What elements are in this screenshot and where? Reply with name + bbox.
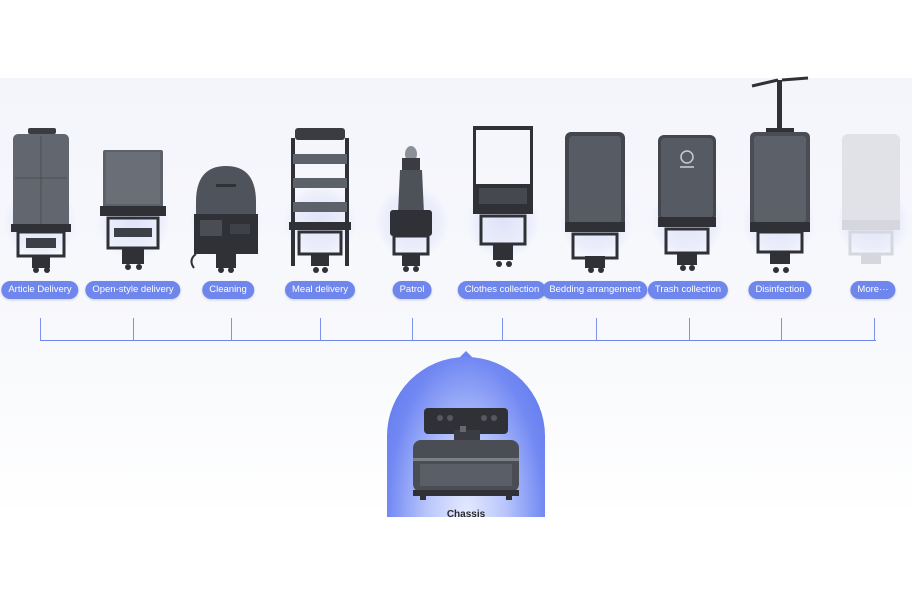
- module-label-patrol[interactable]: Patrol: [392, 281, 432, 299]
- clothes-collection-module-icon: [471, 124, 535, 276]
- module-label-disinfection[interactable]: Disinfection: [748, 281, 812, 299]
- module-label-open-style-delivery[interactable]: Open-style delivery: [85, 281, 181, 299]
- module-label-article-delivery[interactable]: Article Delivery: [1, 281, 79, 299]
- module-label-meal-delivery[interactable]: Meal delivery: [285, 281, 355, 299]
- meal-delivery-module-icon: [287, 126, 353, 276]
- connector-tick: [874, 318, 876, 341]
- connector-line: [40, 340, 876, 342]
- more-module-icon: [840, 132, 902, 272]
- module-label-more[interactable]: More···: [850, 281, 896, 299]
- chassis-label: Chassis: [446, 509, 486, 520]
- open-style-delivery-module-icon: [98, 146, 168, 276]
- module-label-trash-collection[interactable]: Trash collection: [647, 281, 729, 299]
- connector-tick: [40, 318, 42, 341]
- connector-tick: [412, 318, 414, 341]
- bedding-arrangement-module-icon: [563, 130, 627, 276]
- connector-tick: [596, 318, 598, 341]
- article-delivery-module-icon: [10, 126, 72, 276]
- module-label-clothes-collection[interactable]: Clothes collection: [457, 281, 547, 299]
- connector-tick: [231, 318, 233, 341]
- connector-tick: [502, 318, 504, 341]
- connector-tick: [689, 318, 691, 341]
- disinfection-module-icon: [748, 76, 812, 276]
- cleaning-module-icon: [190, 162, 262, 276]
- module-label-bedding-arrangement[interactable]: Bedding arrangement: [542, 281, 648, 299]
- pointer-notch: [458, 351, 474, 359]
- connector-tick: [133, 318, 135, 341]
- module-label-cleaning[interactable]: Cleaning: [202, 281, 254, 299]
- chassis-icon: [410, 406, 522, 502]
- connector-tick: [781, 318, 783, 341]
- connector-tick: [320, 318, 322, 341]
- patrol-module-icon: [382, 144, 440, 276]
- trash-collection-module-icon: [656, 133, 718, 276]
